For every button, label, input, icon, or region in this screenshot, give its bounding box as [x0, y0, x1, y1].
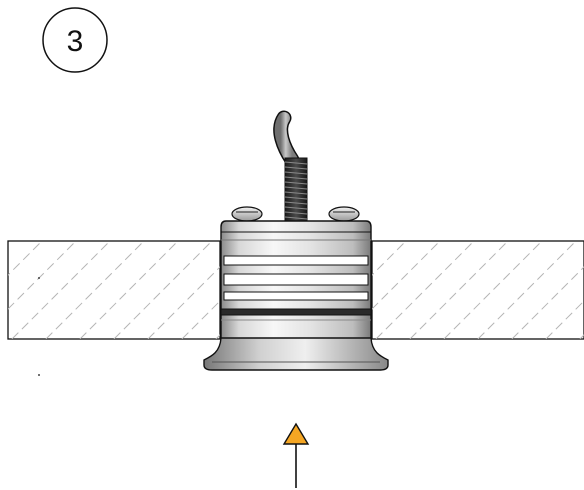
hatch-line: [8, 241, 43, 276]
seal-ring: [220, 308, 372, 316]
flange-body: [203, 337, 389, 371]
panel-right-hatch: [372, 241, 584, 339]
screw-left: [231, 206, 263, 222]
step-number: 3: [67, 25, 84, 58]
thread-line: [284, 196, 308, 200]
thread-line: [284, 186, 308, 190]
hatch-line: [409, 241, 509, 339]
panel-left-outline: [7, 240, 221, 340]
hatch-line: [113, 241, 213, 339]
thread-line: [284, 201, 308, 205]
transducer-flange: [203, 337, 389, 371]
hatch-line: [372, 241, 407, 276]
panel-left: [7, 240, 221, 340]
housing-groove: [223, 291, 369, 301]
housing-groove: [223, 255, 369, 266]
hatch-line: [79, 241, 179, 339]
transducer-housing: [220, 220, 372, 346]
thread-line: [284, 176, 308, 180]
thread-line: [284, 211, 308, 215]
thread-line: [284, 161, 308, 165]
step-badge: 3: [42, 7, 108, 73]
panel-right-outline: [371, 240, 584, 340]
cable: [274, 112, 298, 166]
hatch-line: [372, 241, 441, 310]
arrow-up-icon: [282, 422, 310, 488]
step-badge-circle: [42, 7, 108, 73]
thread-line: [284, 166, 308, 170]
hatch-line: [45, 241, 145, 339]
hatch-line: [375, 241, 475, 339]
arrow-head: [282, 422, 310, 445]
hatch-line: [8, 241, 77, 310]
thread-line: [284, 171, 308, 175]
panel-right: [371, 240, 584, 340]
hatch-line: [443, 241, 543, 339]
hatch-line: [8, 241, 9, 242]
housing-groove: [223, 273, 369, 286]
threaded-stem: [284, 157, 308, 223]
panel-left-hatch: [8, 241, 220, 339]
screw-right: [328, 206, 360, 222]
thread-line: [284, 206, 308, 210]
thread-lines: [284, 161, 308, 220]
thread-line: [284, 216, 308, 220]
panel-mark: [38, 277, 40, 279]
thread-line: [284, 191, 308, 195]
thread-line: [284, 181, 308, 185]
panel-mark: [38, 374, 40, 376]
hatch-line: [477, 241, 577, 339]
hatch-line: [11, 241, 111, 339]
